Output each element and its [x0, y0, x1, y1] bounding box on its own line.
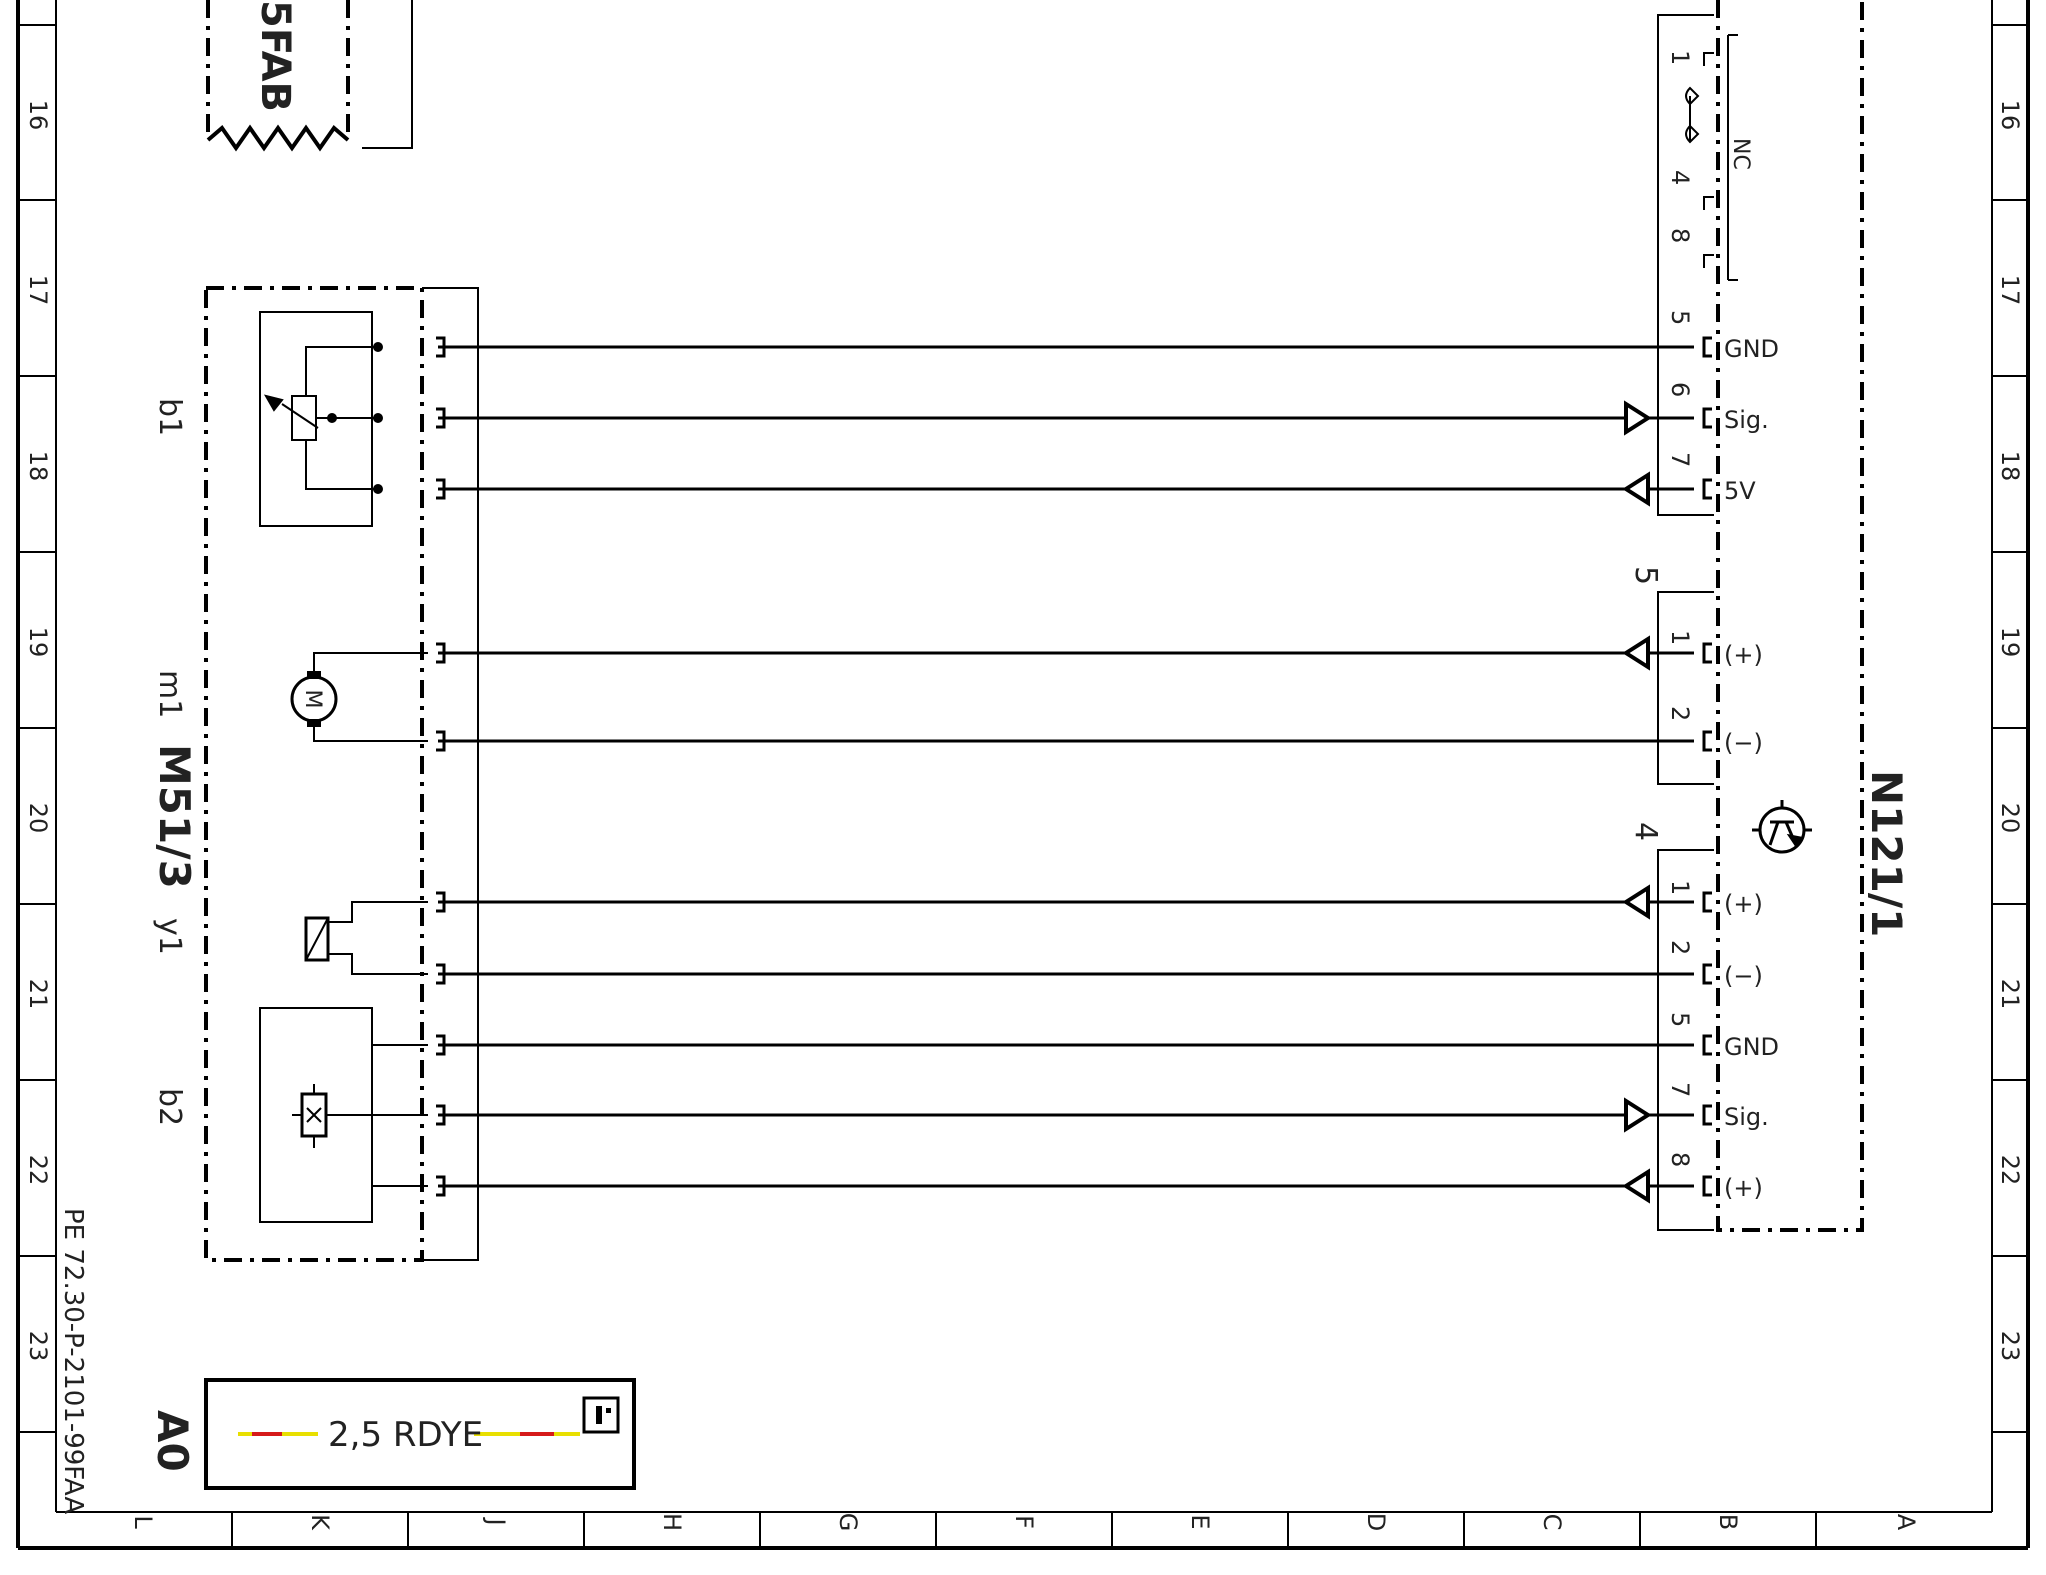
- potentiometer-symbol: [259, 311, 383, 527]
- pin-number: 5: [1666, 1012, 1694, 1027]
- row-number: 22: [1996, 1155, 2024, 1186]
- signal-label: GND: [1724, 335, 1779, 363]
- row-numbers-right: 16 17 18 19 20 21 22 23: [1996, 100, 2024, 1362]
- signal-label: (−): [1724, 962, 1763, 990]
- pin-number: 4: [1666, 170, 1694, 185]
- connector-id-5: 5: [1628, 566, 1663, 585]
- connector-brackets-left: [436, 336, 446, 1197]
- signal-label: (+): [1724, 890, 1763, 918]
- row-number: 16: [24, 100, 52, 131]
- pin-number: 1: [1666, 880, 1694, 895]
- row-number: 20: [24, 803, 52, 834]
- row-number: 18: [24, 451, 52, 482]
- signal-label: Sig.: [1724, 406, 1769, 434]
- signal-label: Sig.: [1724, 1103, 1769, 1131]
- signal-label: 5V: [1724, 477, 1756, 505]
- pin-number: 5: [1666, 310, 1694, 325]
- column-letters: L K J H G F E D C B A: [129, 1513, 1920, 1532]
- signal-label: (−): [1724, 729, 1763, 757]
- connector-brackets-right: [1702, 336, 1712, 1197]
- pin-number: 6: [1666, 382, 1694, 397]
- column-letter: F: [1010, 1515, 1038, 1529]
- sub-label-m1: m1: [152, 670, 187, 718]
- arrow-right: [1624, 1097, 1652, 1133]
- column-letter: A: [1892, 1514, 1920, 1531]
- component-label-5fab: 5FAB: [252, 0, 298, 112]
- signal-labels: GND Sig. 5V (+) (−) (+) (−) GND Sig. (+): [1724, 335, 1779, 1202]
- row-number: 23: [1996, 1331, 2024, 1362]
- arrow-left: [1622, 635, 1650, 671]
- column-letter: L: [129, 1515, 157, 1529]
- column-letter: K: [306, 1514, 334, 1531]
- component-fragment-5fab: [206, 0, 413, 152]
- pin-number: 7: [1666, 452, 1694, 467]
- sub-label-b2: b2: [152, 1088, 187, 1126]
- signal-label: (+): [1724, 641, 1763, 669]
- signal-arrows: [1622, 400, 1652, 1204]
- module-m51-3-housing: [204, 286, 479, 1262]
- motor-symbol: [290, 652, 428, 742]
- row-number: 17: [24, 275, 52, 306]
- pin-number: 8: [1666, 1152, 1694, 1167]
- module-label-m51-3: M51/3: [150, 744, 199, 889]
- row-number: 18: [1996, 451, 2024, 482]
- arrow-left: [1622, 884, 1650, 920]
- motor-m-letter: M: [300, 690, 325, 709]
- column-letter: D: [1362, 1513, 1390, 1531]
- wire-color-legend: [204, 1378, 636, 1490]
- pin-number: 1: [1666, 630, 1694, 645]
- row-number: 21: [24, 979, 52, 1010]
- row-number: 16: [1996, 100, 2024, 131]
- row-number: 19: [1996, 627, 2024, 658]
- wire-harness: [438, 345, 1694, 1188]
- sub-label-b1: b1: [152, 398, 187, 436]
- column-letter: C: [1538, 1514, 1566, 1531]
- row-number: 23: [24, 1331, 52, 1362]
- module-n121-1-housing: [1716, 0, 1864, 1232]
- signal-label: GND: [1724, 1033, 1779, 1061]
- arrow-left: [1622, 1168, 1650, 1204]
- sub-label-y1: y1: [152, 918, 187, 955]
- connector-id-4: 4: [1628, 822, 1663, 841]
- column-letter: E: [1186, 1514, 1214, 1529]
- row-number: 17: [1996, 275, 2024, 306]
- solenoid-symbol: [304, 901, 428, 975]
- row-number: 21: [1996, 979, 2024, 1010]
- pin-numbers-top: 1 4 8 5 6 7: [1666, 50, 1694, 467]
- row-number: 22: [24, 1155, 52, 1186]
- arrow-right: [1624, 400, 1652, 436]
- pin-number: 2: [1666, 706, 1694, 721]
- row-number: 19: [24, 627, 52, 658]
- sensor-symbol: [259, 1007, 428, 1223]
- column-letter: B: [1714, 1514, 1742, 1530]
- pin-number: 2: [1666, 940, 1694, 955]
- column-letter: H: [658, 1513, 686, 1531]
- legend-text: 2,5 RDYE: [328, 1415, 483, 1455]
- transistor-symbol: [1752, 800, 1812, 854]
- drawing-frame: [16, 0, 2030, 1550]
- connector-block-top: [1657, 14, 1738, 516]
- pin-number: 1: [1666, 50, 1694, 65]
- column-letter: J: [482, 1516, 510, 1525]
- signal-label: (+): [1724, 1174, 1763, 1202]
- page-reference: PE 72.30-P-2101-99FAA: [58, 1208, 88, 1514]
- connector-block-bottom: [1657, 849, 1714, 1231]
- pin-number: 7: [1666, 1082, 1694, 1097]
- row-number: 20: [1996, 803, 2024, 834]
- arrow-left: [1622, 471, 1650, 507]
- row-numbers-left: 16 17 18 19 20 21 22 23: [24, 100, 52, 1362]
- connector-block-middle: [1657, 591, 1714, 785]
- module-label-n121-1: N121/1: [1862, 770, 1911, 937]
- pin-number: 8: [1666, 228, 1694, 243]
- legend-id: A0: [148, 1410, 197, 1472]
- column-letter: G: [834, 1513, 862, 1532]
- nc-label: NC: [1728, 138, 1753, 170]
